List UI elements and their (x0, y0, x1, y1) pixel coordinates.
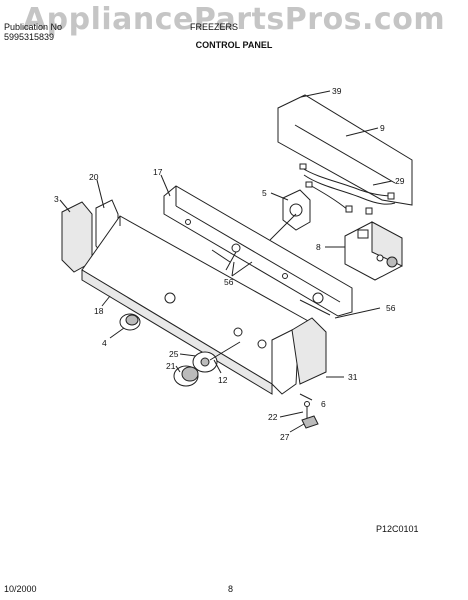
part-27-clip (301, 415, 319, 429)
callout-12: 12 (218, 375, 228, 385)
callout-3: 3 (54, 194, 59, 204)
part-21-timer-knob (173, 365, 199, 387)
callout-21: 21 (166, 361, 176, 371)
callout-29: 29 (395, 176, 405, 186)
part-25-dial (192, 351, 218, 373)
callout-31: 31 (348, 372, 358, 382)
callout-17: 17 (153, 167, 163, 177)
leader-lines (59, 90, 393, 433)
callout-8: 8 (316, 242, 321, 252)
callout-22: 22 (268, 412, 278, 422)
callout-9: 9 (380, 123, 385, 133)
publication-label: Publication No (4, 22, 63, 32)
callout-27: 27 (280, 432, 290, 442)
footer-date: 10/2000 (4, 584, 37, 594)
part-9-cover (277, 94, 413, 206)
part-4-knob (119, 313, 141, 331)
watermark: AppliancePartsPros.com (22, 2, 446, 37)
model-label: FREEZERS (190, 22, 239, 32)
callout-20: 20 (89, 172, 99, 182)
publication-number: 5995315839 (4, 32, 55, 42)
part-29-harness (301, 167, 393, 197)
callout-labels: 39 9 20 17 3 5 29 8 56 18 4 25 21 12 6 3… (54, 86, 405, 442)
callout-4: 4 (102, 338, 107, 348)
callout-6: 6 (321, 399, 326, 409)
callout-56-right: 56 (386, 303, 396, 313)
callout-5: 5 (262, 188, 267, 198)
page-title: CONTROL PANEL (195, 40, 273, 50)
part-8-timer (344, 221, 403, 281)
part-5-bracket (282, 189, 311, 231)
part-31-end-bracket (291, 317, 327, 385)
callout-56-left: 56 (224, 277, 234, 287)
diagram-code: P12C0101 (376, 524, 419, 534)
callout-25: 25 (169, 349, 179, 359)
callout-39: 39 (332, 86, 342, 96)
callout-18: 18 (94, 306, 104, 316)
page-number: 8 (228, 584, 234, 594)
